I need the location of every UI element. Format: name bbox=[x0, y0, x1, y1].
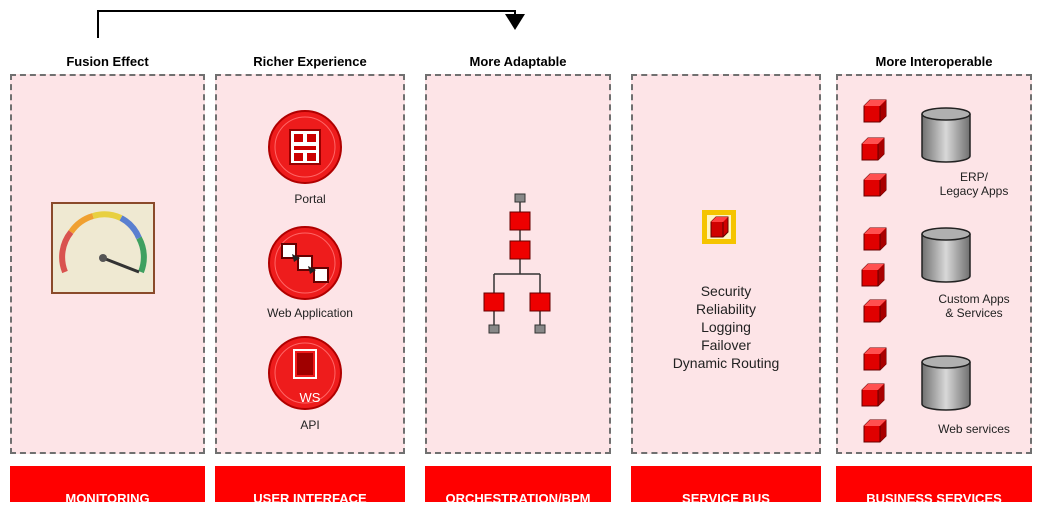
footer-monitoring: MONITORING bbox=[10, 466, 205, 506]
portal-icon bbox=[268, 110, 342, 184]
cube-icon bbox=[863, 173, 887, 197]
cube-icon bbox=[863, 227, 887, 251]
column-service-bus: Security Reliability Logging Failover Dy… bbox=[631, 0, 821, 506]
column-monitoring: Fusion Effect MONITORING bbox=[10, 0, 205, 506]
footer-user-interface: USER INTERFACE bbox=[215, 466, 405, 506]
footer-business-services: BUSINESS SERVICES bbox=[836, 466, 1032, 506]
service-bus-features: Security Reliability Logging Failover Dy… bbox=[633, 282, 819, 372]
cube-icon bbox=[861, 137, 885, 161]
cube-icon bbox=[863, 419, 887, 443]
cube-icon bbox=[861, 383, 885, 407]
column-user-interface: Richer Experience Portal Web Application bbox=[215, 0, 405, 506]
cube-icon bbox=[702, 210, 736, 244]
business-service-label: Web services bbox=[938, 422, 1010, 436]
column-business-services: More Interoperable ERP/ Legacy Apps Cust… bbox=[836, 0, 1032, 506]
panel-monitoring bbox=[10, 74, 205, 454]
gauge-icon bbox=[51, 202, 155, 294]
column-title: Fusion Effect bbox=[66, 54, 149, 69]
column-orchestration: More Adaptable ORCHESTRATION/BPM bbox=[425, 0, 611, 506]
feature-reliability: Reliability bbox=[696, 301, 756, 317]
api-icon bbox=[268, 336, 342, 410]
web-application-label: Web Application bbox=[267, 306, 353, 320]
connector-arrow bbox=[97, 10, 525, 38]
cube-icon bbox=[863, 299, 887, 323]
feature-logging: Logging bbox=[701, 319, 751, 335]
database-icon bbox=[921, 355, 971, 411]
feature-failover: Failover bbox=[701, 337, 751, 353]
panel-user-interface: Portal Web Application WS API bbox=[215, 74, 405, 454]
portal-label: Portal bbox=[294, 192, 326, 206]
panel-service-bus: Security Reliability Logging Failover Dy… bbox=[631, 74, 821, 454]
api-badge: WS bbox=[299, 390, 321, 405]
column-title: More Adaptable bbox=[469, 54, 567, 69]
feature-security: Security bbox=[700, 283, 752, 299]
arrow-down-icon bbox=[505, 14, 525, 30]
column-title: More Interoperable bbox=[875, 54, 993, 69]
panel-business-services: ERP/ Legacy Apps Custom Apps & Services … bbox=[836, 74, 1032, 454]
footer-service-bus: SERVICE BUS bbox=[631, 466, 821, 506]
column-title: Richer Experience bbox=[253, 54, 367, 69]
panel-orchestration bbox=[425, 74, 611, 454]
feature-dynamic-routing: Dynamic Routing bbox=[672, 355, 780, 371]
business-service-label: ERP/ Legacy Apps bbox=[939, 170, 1009, 198]
cube-icon bbox=[863, 347, 887, 371]
api-label: API bbox=[300, 418, 320, 432]
database-icon bbox=[921, 107, 971, 163]
web-application-icon bbox=[268, 226, 342, 300]
business-service-label: Custom Apps & Services bbox=[938, 292, 1010, 320]
orchestration-tree-icon bbox=[483, 193, 551, 334]
cube-icon bbox=[861, 263, 885, 287]
footer-orchestration: ORCHESTRATION/BPM bbox=[425, 466, 611, 506]
database-icon bbox=[921, 227, 971, 283]
cube-icon bbox=[863, 99, 887, 123]
